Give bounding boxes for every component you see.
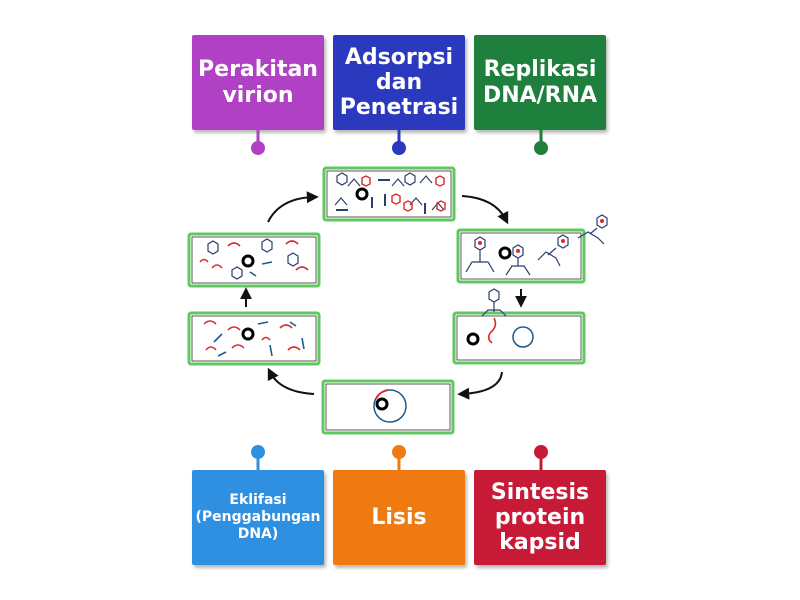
cell-top (322, 166, 456, 222)
left-lower-cell-contents (203, 320, 305, 357)
card-eklifasi-label: Eklifasi (Penggabungan DNA) (195, 492, 321, 542)
card-sintesis[interactable]: Sintesis protein kapsid (474, 470, 606, 565)
card-replikasi-label: Replikasi DNA/RNA (482, 57, 598, 108)
pin-replikasi[interactable] (534, 130, 548, 155)
pin-adsorpsi[interactable] (392, 130, 406, 155)
pin-eklifasi[interactable] (251, 445, 265, 470)
right-lower-cell-contents (466, 288, 534, 348)
arrow-left-to-top (267, 191, 319, 223)
card-perakitan-virion[interactable]: Perakitan virion (192, 35, 324, 130)
bottom-cell-contents (373, 389, 407, 423)
arrow-right-to-bottom (457, 371, 503, 400)
card-adsorpsi-label: Adsorpsi dan Penetrasi (339, 44, 459, 121)
cell-right-lower (452, 311, 586, 365)
arrow-top-to-right (461, 195, 509, 225)
right-upper-cell-contents (465, 214, 608, 276)
card-lisis[interactable]: Lisis (333, 470, 465, 565)
pin-sintesis[interactable] (534, 445, 548, 470)
top-cell-contents (334, 172, 446, 214)
card-sintesis-label: Sintesis protein kapsid (490, 479, 590, 556)
card-adsorpsi-penetrasi[interactable]: Adsorpsi dan Penetrasi (333, 35, 465, 130)
left-upper-cell-contents (199, 238, 309, 280)
card-eklifasi[interactable]: Eklifasi (Penggabungan DNA) (192, 470, 324, 565)
arrow-bottom-to-left (267, 367, 315, 395)
pin-lisis[interactable] (392, 445, 406, 470)
pin-perakitan[interactable] (251, 130, 265, 155)
card-perakitan-label: Perakitan virion (198, 57, 318, 108)
cell-bottom (321, 379, 455, 435)
card-replikasi[interactable]: Replikasi DNA/RNA (474, 35, 606, 130)
card-lisis-label: Lisis (371, 504, 427, 530)
cycle-arrows (240, 191, 527, 400)
